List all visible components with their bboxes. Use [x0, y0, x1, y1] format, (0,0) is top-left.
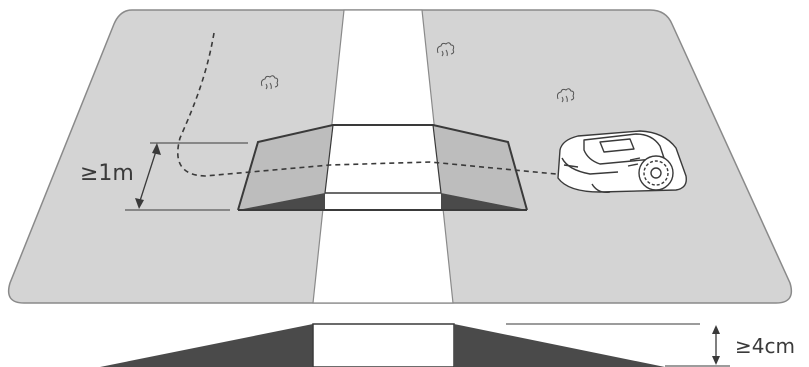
ramp-outline: [237, 124, 528, 211]
ramp-height-dimension: [712, 325, 720, 365]
ramp-side-profile: [100, 323, 730, 367]
ramp-center-plate: [325, 125, 441, 193]
profile-left-slope: [100, 324, 313, 367]
grass-tuft-icon: [556, 88, 575, 103]
length-arrow: [138, 147, 158, 205]
mower-route: [176, 32, 557, 177]
profile-right-slope: [454, 324, 665, 367]
grass-tuft-icon: [436, 42, 455, 57]
ramp-left-shadow: [238, 193, 325, 210]
ramp-right-shadow: [441, 193, 527, 210]
ramp-left-slope: [238, 125, 333, 210]
robotic-mower-icon: [557, 130, 687, 194]
ramp-length-label: ≥1m: [80, 161, 134, 186]
ramp-length-dimension: [125, 142, 248, 211]
profile-center-plate: [312, 323, 455, 367]
ramp-height-label: ≥4cm: [735, 334, 795, 358]
grass-tuft-icon: [260, 75, 279, 90]
